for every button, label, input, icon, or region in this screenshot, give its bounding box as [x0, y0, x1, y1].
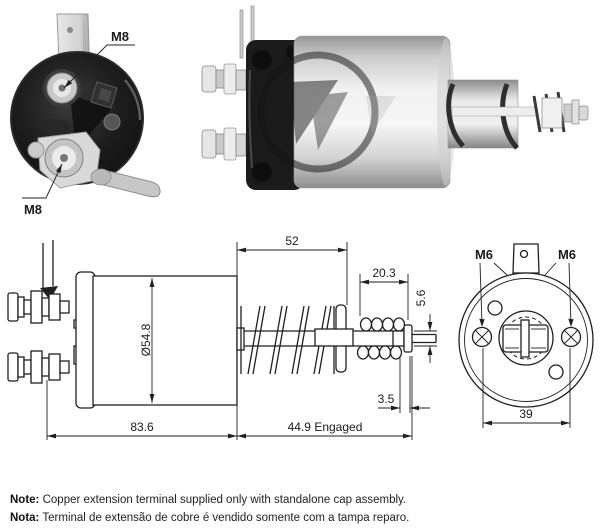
solenoid-body	[92, 275, 245, 406]
technical-drawing: 52 20.3 5.6 Ø54.8	[7, 234, 594, 440]
dim-52-label: 52	[285, 234, 299, 248]
m6-right-callout: M6	[544, 247, 576, 327]
end-view-inner-ring	[464, 278, 588, 402]
m6-left-label: M6	[475, 247, 493, 262]
dim-83-6: 83.6	[46, 380, 238, 440]
note-prefix-pt: Nota:	[10, 512, 40, 524]
note-prefix-en: Note:	[10, 494, 40, 506]
end-view-m6-bolt-left	[471, 326, 493, 348]
solenoid-cap-plate	[75, 271, 96, 409]
upper-terminal-bolt	[7, 290, 70, 324]
watermark-logo	[257, 51, 396, 173]
note-text-en: Copper extension terminal supplied only …	[42, 494, 407, 506]
plunger-housing	[446, 79, 537, 150]
m8-upper-label: M8	[111, 29, 129, 44]
notes-block: Note: Copper extension terminal supplied…	[10, 491, 409, 527]
dim-5-6-label: 5.6	[414, 289, 428, 306]
dim-20-3-label: 20.3	[372, 266, 396, 280]
m6-left-callout: M6	[475, 247, 508, 327]
terminal-pins-drawing	[40, 240, 58, 300]
terminal-bolts	[201, 63, 247, 161]
dim-5-6: 5.6	[414, 289, 437, 363]
dim-83-6-label: 83.6	[130, 420, 154, 434]
m6-right-label: M6	[558, 247, 576, 262]
m8-upper-callout: M8	[63, 29, 135, 89]
dim-diameter-label: Ø54.8	[139, 323, 153, 356]
plunger-tip	[392, 324, 437, 353]
dim-44-9: 44.9 Engaged	[237, 356, 413, 440]
dim-39-label: 39	[519, 407, 533, 421]
m8-lower-callout: M8	[22, 163, 63, 217]
note-line-pt: Nota: Terminal de extensão de cobre é ve…	[10, 509, 409, 527]
m8-lower-label: M8	[24, 202, 42, 217]
lower-terminal-bolt	[7, 350, 70, 384]
dim-20-3: 20.3	[359, 266, 409, 320]
lower-m8-stud	[27, 131, 101, 189]
end-view: M6 M6 39	[458, 243, 594, 428]
photo-cap-end-view: M8 M8	[10, 13, 161, 217]
return-spring-end	[532, 91, 589, 133]
end-view-core	[498, 310, 554, 366]
dim-3-5-label: 3.5	[378, 392, 395, 406]
note-text-pt: Terminal de extensão de cobre é vendido …	[42, 512, 410, 524]
dim-44-9-label: 44.9 Engaged	[288, 420, 363, 434]
dim-diameter: Ø54.8	[139, 278, 155, 403]
photo-side-view	[201, 5, 589, 190]
end-view-hole-lower	[548, 364, 564, 380]
end-view-m6-bolt-right	[560, 326, 582, 348]
note-line-en: Note: Copper extension terminal supplied…	[10, 491, 409, 509]
dim-52: 52	[236, 234, 348, 305]
square-nut	[90, 81, 121, 131]
end-view-tab	[512, 243, 540, 274]
end-view-hole-upper	[487, 300, 503, 316]
dim-3-5: 3.5	[378, 356, 430, 413]
actuating-lever	[90, 168, 161, 198]
dim-39: 39	[482, 348, 571, 428]
small-spring	[356, 317, 406, 360]
plunger-rod	[314, 328, 354, 347]
upper-m8-stud	[43, 69, 81, 107]
